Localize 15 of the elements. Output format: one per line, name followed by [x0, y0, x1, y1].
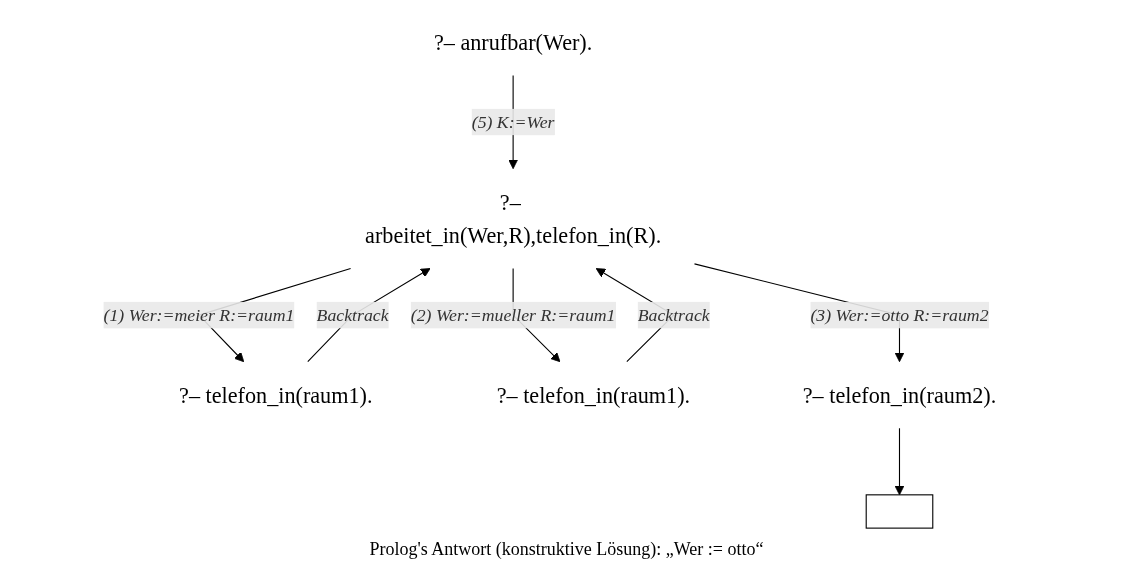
node-text: ?– arbeitet_in(Wer,R),telefon_in(R). [365, 189, 662, 248]
edge-label: (2) Wer:=mueller R:=raum1 [410, 305, 616, 324]
node-text: ?– anrufbar(Wer). [433, 29, 593, 55]
node-text: ?– telefon_in(raum2). [802, 382, 997, 408]
edge-label: Backtrack [316, 305, 389, 324]
edge-label: (5) K:=Wer [471, 112, 555, 131]
node-text: ?– telefon_in(raum1). [179, 382, 373, 408]
answer-note: Prolog's Antwort (konstruktive Lösung): „Wer := otto“ [369, 539, 764, 560]
node-text: ?– telefon_in(raum1). [496, 382, 691, 408]
arrow [307, 268, 431, 363]
edge-label: Backtrack [637, 305, 710, 324]
node-box [865, 494, 934, 529]
edge-label: (1) Wer:=meier R:=raum1 [103, 305, 295, 324]
edge-label: (3) Wer:=otto R:=raum2 [810, 305, 989, 324]
arrow [894, 427, 905, 496]
